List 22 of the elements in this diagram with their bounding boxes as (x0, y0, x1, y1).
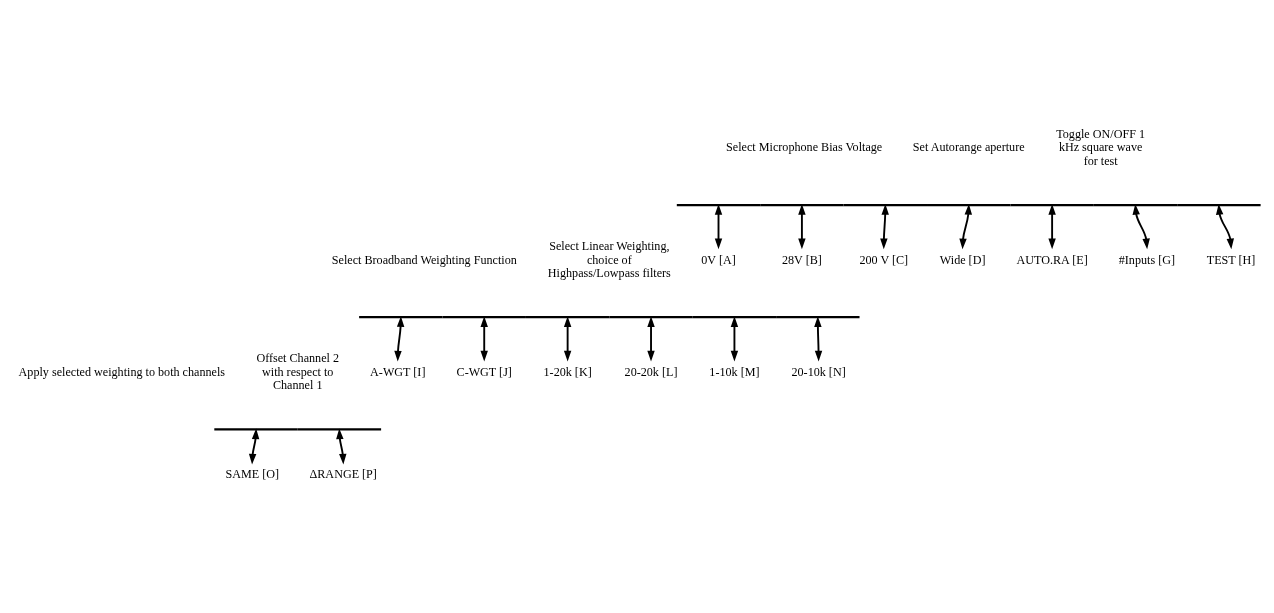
node-text: 0V [A] (701, 252, 736, 267)
label: Offset Channel 2 with respect to Channel 1 (256, 350, 340, 392)
node-text: 20-10k [N] (791, 364, 846, 379)
node-text: Wide [D] (939, 252, 986, 267)
node-text: 28V [B] (781, 252, 822, 267)
node-text: 1-20k [K] (543, 364, 592, 379)
node-text: A-WGT [I] (370, 364, 426, 379)
node-text: C-WGT [J] (456, 364, 512, 379)
label: Select Linear Weighting, choice of Highpass/Lowpass filters (547, 238, 671, 280)
node-text: AUTO.RA [E] (1016, 252, 1088, 267)
label: Set Autorange aperture (912, 139, 1025, 154)
node-text: TEST [H] (1206, 252, 1256, 267)
node-text: #Inputs [G] (1118, 252, 1176, 267)
node-text: 1-10k [M] (709, 364, 760, 379)
node-text: 200 V [C] (859, 252, 909, 267)
node-text: SAME [O] (225, 466, 279, 481)
label: Toggle ON/OFF 1 kHz square wave for test (1056, 126, 1146, 168)
label: Apply selected weighting to both channels (18, 364, 226, 379)
node-text: 20-20k [L] (624, 364, 678, 379)
node-text: ΔRANGE [P] (309, 466, 377, 481)
label: Select Microphone Bias Voltage (726, 139, 883, 154)
label: Select Broadband Weighting Function (331, 252, 517, 267)
